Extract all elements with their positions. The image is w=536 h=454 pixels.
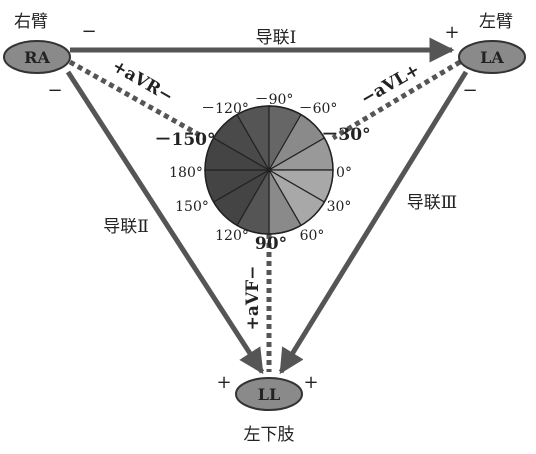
lead-i-minus: −	[81, 21, 96, 42]
avf-label: +aVF−	[243, 266, 263, 331]
ll-label: LL	[258, 385, 281, 404]
la-node	[458, 40, 526, 74]
left-arm-label: 左臂	[479, 12, 513, 32]
angle-minus-90: －90°	[255, 92, 294, 108]
lead-iii-label: 导联Ⅲ	[407, 193, 457, 213]
avl-label: −aVL+	[358, 60, 424, 110]
angle-60: 60°	[300, 228, 325, 244]
angle-minus-30: －30°	[321, 125, 370, 145]
ll-plus-left: +	[216, 372, 231, 393]
angle-30: 30°	[327, 199, 352, 215]
avl-dashed-line	[331, 59, 462, 141]
lead-iii-arrow	[278, 70, 469, 375]
angle-minus-150: －150°	[155, 130, 216, 150]
lead-i-label: 导联Ⅰ	[256, 28, 297, 48]
la-minus: −	[462, 80, 477, 101]
lead-ii-arrow	[65, 70, 265, 375]
angle-120: 120°	[215, 228, 249, 244]
angle-minus-120: －120°	[201, 101, 249, 117]
angle-90: 90°	[255, 234, 287, 254]
avr-dashed-line	[68, 59, 207, 141]
right-arm-label: 右臂	[14, 12, 48, 32]
angle-150: 150°	[175, 199, 209, 215]
angle-0: 0°	[336, 165, 352, 181]
angle-180: 180°	[169, 165, 203, 181]
ra-label: RA	[24, 48, 50, 67]
lead-ii-label: 导联Ⅱ	[103, 217, 149, 237]
angle-minus-60: －60°	[299, 101, 338, 117]
la-label: LA	[480, 48, 504, 67]
ra-node	[3, 40, 71, 74]
lead-i-plus: +	[444, 22, 459, 43]
hexaxial-wheel	[204, 105, 334, 235]
ra-minus: −	[47, 80, 62, 101]
ll-plus-right: +	[303, 372, 318, 393]
left-leg-label: 左下肢	[244, 425, 295, 445]
ll-node	[235, 377, 303, 411]
avr-label: +aVR−	[109, 56, 177, 107]
